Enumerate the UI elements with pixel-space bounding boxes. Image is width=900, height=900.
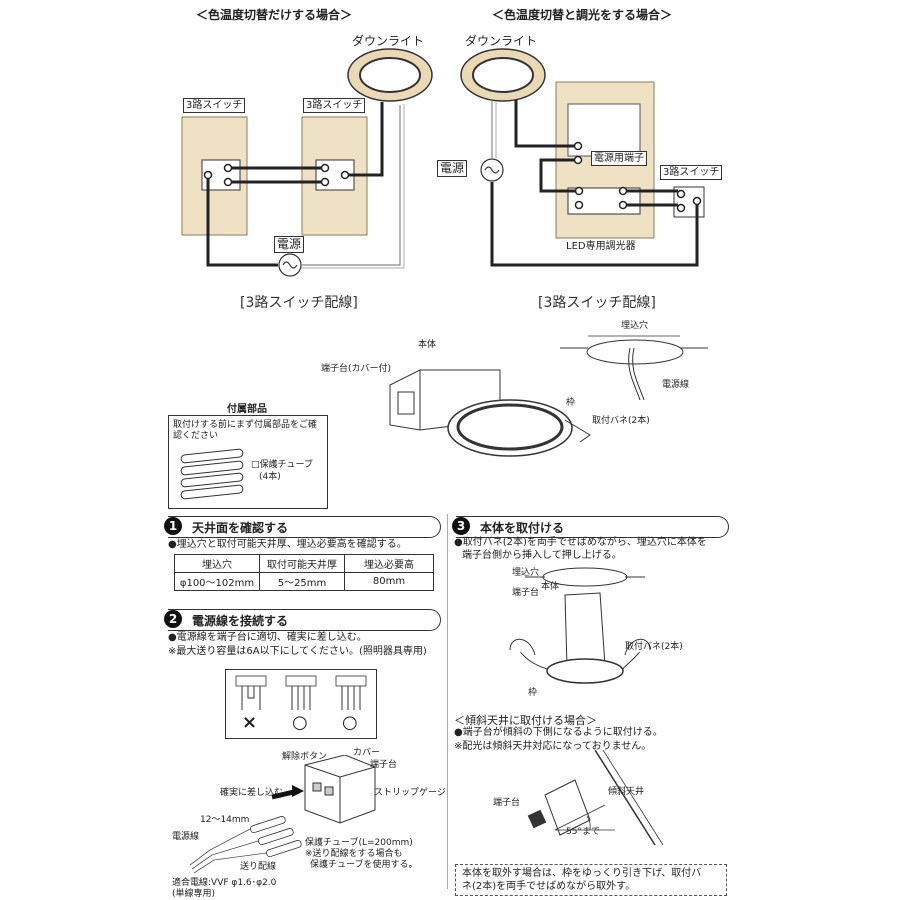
terminal-label: 端子台 xyxy=(370,760,398,770)
accessories-item: □保護チューブ xyxy=(251,460,313,470)
right-downlight-icon xyxy=(460,48,546,102)
ok-mark-1: ○ xyxy=(292,712,308,733)
accessories-box: 付属部品 取付けする前にまず付属部品をご確認ください □保護チューブ (4本) xyxy=(168,404,328,509)
slope-desc1: ●端子台が傾斜の下側になるように取付ける。 xyxy=(454,727,663,738)
step1-spec-table: 埋込穴 取付可能天井厚 埋込必要高 φ100〜102mm 5〜25mm 80mm xyxy=(174,554,434,591)
right-switch-label: 3路スイッチ xyxy=(660,165,723,180)
right-diagram-caption: [3路スイッチ配線] xyxy=(538,295,656,311)
right-downlight-label: ダウンライト xyxy=(465,34,538,48)
step1-title: 天井面を確認する xyxy=(192,521,289,535)
wire-spec-label: 適合電線:VVF φ1.6･φ2.0 xyxy=(172,878,277,888)
spec-header-thickness: 取付可能天井厚 xyxy=(259,554,345,573)
left-downlight-icon xyxy=(347,48,433,102)
column-divider xyxy=(447,514,448,889)
product-power-line-label: 電源線 xyxy=(662,380,690,390)
install-illustration xyxy=(509,567,651,684)
left-switch-b-label: 3路スイッチ xyxy=(303,98,366,113)
right-diagram-title: ＜色温度切替と調光をする場合＞ xyxy=(492,8,673,22)
tube-icon xyxy=(180,448,244,500)
slope-terminal-label: 端子台 xyxy=(493,798,521,808)
accessories-note: 取付けする前にまず付属部品をご確認ください xyxy=(173,420,318,441)
step2-number: 2 xyxy=(164,610,182,628)
left-diagram-caption: [3路スイッチ配線] xyxy=(240,295,358,311)
cover-label: カバー xyxy=(353,748,381,758)
product-illustration xyxy=(389,335,708,457)
left-power-label: 電源 xyxy=(274,236,305,253)
terminal-examples-icon xyxy=(235,675,367,710)
feed-line-label: 送り配線 xyxy=(240,862,277,872)
power-terminal-label: 電源用端子 xyxy=(591,151,647,166)
spec-value-thickness: 5〜25mm xyxy=(259,572,345,591)
step3-title: 本体を取付ける xyxy=(480,521,565,535)
step3-number: 3 xyxy=(452,517,470,535)
step2-desc2: ※最大送り容量は6A以下にしてください。(照明器具専用) xyxy=(168,646,427,657)
tube-label-3: 保護チューブを使用する。 xyxy=(310,860,418,870)
dimmer-label: LED専用調光器 xyxy=(566,241,636,252)
install-body-label: 本体 xyxy=(541,582,560,592)
wire-examples-box: × ○ ○ xyxy=(225,669,377,739)
step2-desc1: ●電源線を端子台に適切、確実に差し込む。 xyxy=(168,632,367,643)
step2-title: 電源線を接続する xyxy=(192,614,289,628)
install-frame-label: 枠 xyxy=(528,688,538,698)
length-label: 12～14mm xyxy=(200,815,250,825)
spec-header-height: 埋込必要高 xyxy=(344,554,434,573)
removal-line2: ネ(2本)を両手でせばめながら取外す。 xyxy=(462,881,636,892)
power-line-label: 電源線 xyxy=(172,832,200,842)
wiring-diagrams xyxy=(181,48,705,277)
insert-label: 確実に差し込む xyxy=(220,788,284,798)
accessories-count: (4本) xyxy=(259,472,281,482)
step1-number: 1 xyxy=(164,517,182,535)
terminal-block-illustration xyxy=(189,755,376,874)
ok-mark-2: ○ xyxy=(342,712,358,733)
product-hole-label: 埋込穴 xyxy=(621,321,649,331)
left-downlight-label: ダウンライト xyxy=(352,34,425,48)
left-diagram-title: ＜色温度切替だけする場合＞ xyxy=(196,8,353,22)
removal-note-box: 本体を取外す場合は、枠をゆっくり引き下げ、取付バ ネ(2本)を両手でせばめながら… xyxy=(455,864,727,896)
slope-ceiling-label: 傾斜天井 xyxy=(608,787,645,797)
spec-header-hole: 埋込穴 xyxy=(174,554,260,573)
product-body-label: 本体 xyxy=(418,340,437,350)
strip-gauge-label: ストリップゲージ xyxy=(374,788,446,798)
release-button-label: 解除ボタン xyxy=(282,752,328,762)
step2-banner xyxy=(168,609,441,631)
sloped-ceiling-illustration xyxy=(527,750,664,846)
step3-banner xyxy=(456,516,729,538)
removal-line1: 本体を取外す場合は、枠をゆっくり引き下げ、取付バ xyxy=(462,868,702,879)
accessories-title: 付属部品 xyxy=(225,404,269,415)
product-terminal-label: 端子台(カバー付) xyxy=(321,364,392,374)
wire-spec-note: (単線専用) xyxy=(172,889,216,899)
tube-label-1: 保護チューブ(L=200mm) xyxy=(305,838,413,848)
left-switch-a-label: 3路スイッチ xyxy=(183,98,246,113)
install-terminal-label: 端子台 xyxy=(512,588,540,598)
product-spring-label: 取付バネ(2本) xyxy=(592,416,650,426)
product-frame-label: 枠 xyxy=(566,398,576,408)
step3-desc1: ●取付バネ(2本)を両手でせばめながら、埋込穴に本体を xyxy=(454,537,707,548)
tube-label-2: ※送り配線をする場合も xyxy=(305,849,403,859)
install-hole-label: 埋込穴 xyxy=(512,568,540,578)
step1-banner xyxy=(168,516,441,538)
spec-value-hole: φ100〜102mm xyxy=(174,572,260,591)
slope-desc2: ※配光は傾斜天井対応になっておりません。 xyxy=(454,741,652,752)
ng-mark: × xyxy=(242,712,258,733)
step3-desc2: 端子台側から挿入して押し上げる。 xyxy=(462,550,622,561)
install-spring-label: 取付バネ(2本) xyxy=(625,642,683,652)
right-power-label: 電源 xyxy=(437,160,468,177)
slope-angle-label: 55°まで xyxy=(566,827,600,837)
spec-value-height: 80mm xyxy=(344,572,434,591)
slope-title: ＜傾斜天井に取付ける場合＞ xyxy=(454,714,597,727)
step1-desc: ●埋込穴と取付可能天井厚、埋込必要高を確認する。 xyxy=(168,539,407,550)
